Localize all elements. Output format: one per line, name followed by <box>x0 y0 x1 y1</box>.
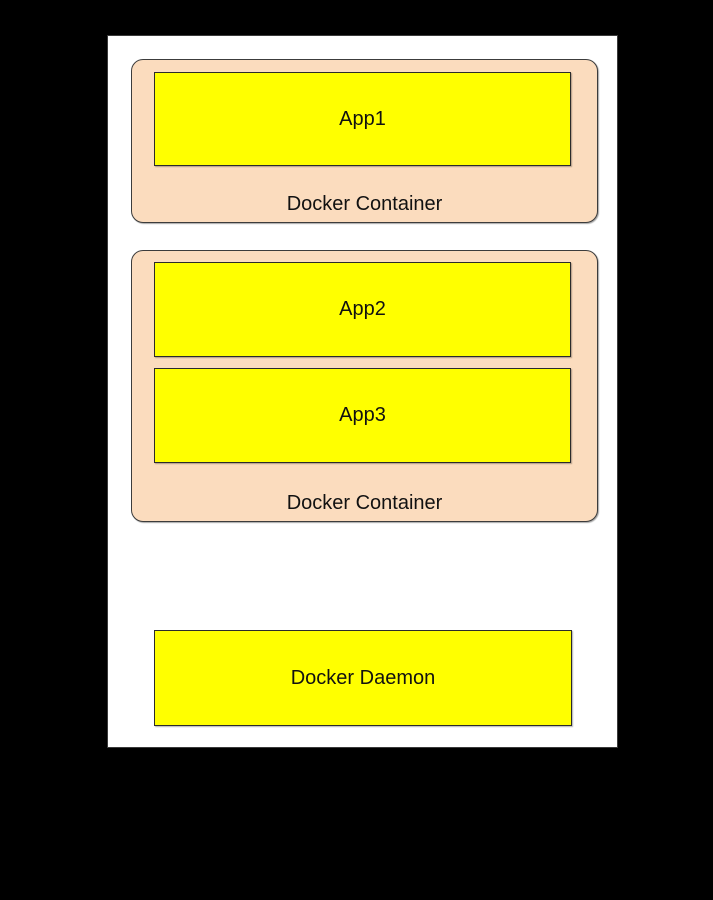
docker-daemon-label: Docker Daemon <box>290 666 436 689</box>
docker-container-1-label: Docker Container <box>286 193 443 215</box>
diagram-page: App1 Docker Container App2 App3 Docker C… <box>107 35 618 748</box>
docker-container-2-label: Docker Container <box>286 492 443 514</box>
app3-label: App3 <box>339 404 386 426</box>
app1-label: App1 <box>339 107 386 130</box>
app3-node: App3 <box>154 368 571 463</box>
app2-node: App2 <box>154 262 571 357</box>
docker-container-2: App2 App3 Docker Container <box>131 250 598 522</box>
docker-container-1: App1 Docker Container <box>131 59 598 223</box>
docker-daemon-node: Docker Daemon <box>154 630 572 726</box>
app2-label: App2 <box>339 298 386 320</box>
app1-node: App1 <box>154 72 571 166</box>
